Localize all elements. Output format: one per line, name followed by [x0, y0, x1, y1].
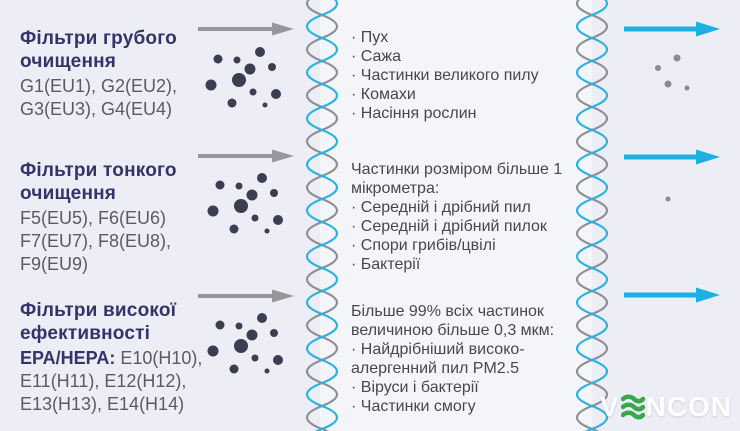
- list-item: Найдрібніший високо-алергенний пил PM2.5: [351, 340, 567, 378]
- incoming-air-arrow-icon: [198, 20, 296, 38]
- filter-class-codes: G1(EU1), G2(EU2), G3(EU3), G4(EU4): [20, 76, 178, 119]
- particle-cluster-icon: [207, 313, 283, 374]
- trapped-particles-intro: Більше 99% всіх частинок величиною більш…: [351, 303, 555, 339]
- filter-mesh-helix-icon: [575, 0, 609, 431]
- trapped-particles-list: Частинки розміром більше 1 мікрометра: С…: [351, 160, 567, 274]
- list-item: Середній і дрібний пилок: [351, 217, 567, 236]
- incoming-air-arrow-icon: [198, 287, 296, 305]
- list-item: Сажа: [351, 47, 567, 66]
- list-item: Віруси і бактерії: [351, 378, 567, 397]
- list-item: Середній і дрібний пил: [351, 198, 567, 217]
- filter-stage-row: Фільтри грубого очищення G1(EU1), G2(EU2…: [20, 27, 218, 121]
- filter-mesh-helix-icon: [305, 0, 339, 431]
- vencon-logo: V NCON: [600, 391, 732, 423]
- list-item: Бактерії: [351, 255, 567, 274]
- filtered-air-arrow-icon: [624, 286, 722, 304]
- filter-stage-row: Фільтри тонкого очищення F5(EU5), F6(EU6…: [20, 159, 218, 276]
- list-item: Спори грибів/цвілі: [351, 236, 567, 255]
- particle-cluster-icon: [207, 173, 283, 234]
- filter-class-codes: EPA/HEPA: E10(H10), E11(H11), E12(H12), …: [20, 348, 203, 414]
- logo-green-e-icon: [620, 394, 645, 420]
- incoming-air-arrow-icon: [198, 147, 296, 165]
- list-item: Комахи: [351, 85, 567, 104]
- filter-stage-row: Фільтри високої ефективності EPA/HEPA: E…: [20, 299, 218, 416]
- filter-class-title: Фільтри грубого очищення: [20, 28, 177, 72]
- logo-text-suffix: NCON: [645, 391, 732, 422]
- particle-cluster-icon: [205, 47, 281, 108]
- list-item: Пух: [351, 28, 567, 47]
- trapped-particles-intro: Частинки розміром більше 1 мікрометра:: [351, 161, 563, 197]
- filter-class-title: Фільтри високої ефективності: [20, 300, 177, 344]
- filter-class-codes: F5(EU5), F6(EU6) F7(EU7), F8(EU8), F9(EU…: [20, 208, 172, 274]
- remaining-particles-icon: [655, 54, 690, 91]
- filter-class-title: Фільтри тонкого очищення: [20, 160, 177, 204]
- trapped-particles-list: Пух Сажа Частинки великого пилу Комахи Н…: [351, 28, 567, 123]
- filtered-air-arrow-icon: [624, 20, 722, 38]
- list-item: Частинки смогу: [351, 397, 567, 416]
- logo-text-prefix: V: [599, 391, 620, 422]
- filtered-air-arrow-icon: [624, 148, 722, 166]
- trapped-particles-list: Більше 99% всіх частинок величиною більш…: [351, 302, 567, 416]
- remaining-particles-icon: [665, 196, 671, 202]
- list-item: Насіння рослин: [351, 104, 567, 123]
- list-item: Частинки великого пилу: [351, 66, 567, 85]
